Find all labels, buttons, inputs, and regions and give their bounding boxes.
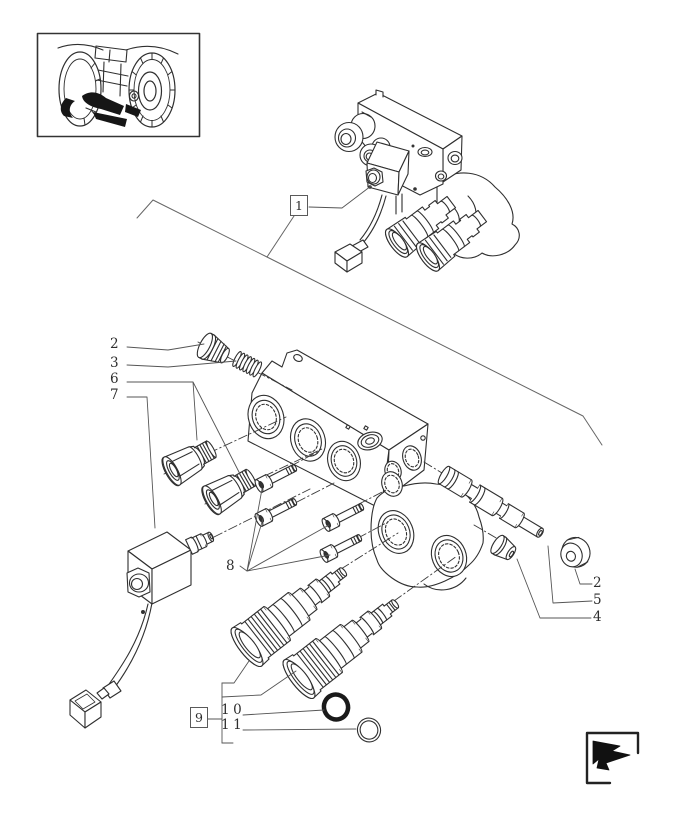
coupler-bore-1 bbox=[377, 510, 415, 554]
exploded-parts bbox=[69, 332, 591, 743]
coupler-item9-a bbox=[230, 567, 348, 668]
assembled-coupler-1 bbox=[384, 195, 457, 258]
coupler-bore-2 bbox=[430, 534, 468, 578]
callout-item-6[interactable]: 6 bbox=[110, 371, 120, 387]
assembled-valve-assembly bbox=[334, 89, 520, 273]
callout-item-10[interactable]: 10 bbox=[221, 702, 246, 718]
solenoid-item7 bbox=[69, 531, 215, 729]
coupler-item9-b bbox=[282, 599, 400, 700]
tractor-hitch bbox=[60, 92, 141, 127]
side-port bbox=[402, 445, 422, 471]
tractor-thumbnail[interactable] bbox=[36, 32, 201, 138]
callout-item-1[interactable]: 1 bbox=[290, 195, 308, 216]
group-bracket bbox=[207, 660, 297, 744]
callout-item-9[interactable]: 9 bbox=[190, 707, 208, 728]
exploded-valve-block bbox=[247, 349, 484, 591]
callout-item-2-right[interactable]: 2 bbox=[593, 575, 603, 591]
detail-pointer-lines bbox=[136, 199, 603, 446]
tractor-body bbox=[57, 43, 179, 113]
callout-item-4[interactable]: 4 bbox=[593, 609, 603, 625]
callout-item-2-left[interactable]: 2 bbox=[110, 336, 120, 352]
tractor-wheels bbox=[58, 51, 176, 128]
plug-item4 bbox=[490, 534, 517, 561]
continuation-flag-icon bbox=[585, 731, 640, 785]
callout-item-11[interactable]: 11 bbox=[221, 717, 246, 733]
assembled-coupler-2 bbox=[415, 209, 488, 272]
fitting-item6-a bbox=[161, 440, 217, 487]
callout-item-8[interactable]: 8 bbox=[226, 558, 236, 574]
cap-item2-right bbox=[560, 536, 591, 568]
port-3 bbox=[327, 440, 361, 482]
o-ring-item11 bbox=[356, 717, 382, 743]
callout-item-3[interactable]: 3 bbox=[110, 355, 120, 371]
top-boss bbox=[357, 431, 383, 451]
spring-item3 bbox=[232, 350, 263, 378]
spool-item5 bbox=[437, 465, 544, 538]
port-2 bbox=[289, 418, 327, 462]
o-ring-item10 bbox=[321, 692, 351, 722]
plug-item2-top bbox=[196, 332, 230, 364]
port-1 bbox=[247, 394, 285, 440]
leader-lines bbox=[126, 185, 593, 731]
callout-item-7[interactable]: 7 bbox=[110, 387, 120, 403]
fitting-item6-b bbox=[201, 468, 257, 516]
screws-item8 bbox=[254, 464, 365, 563]
callout-item-5[interactable]: 5 bbox=[593, 592, 603, 608]
assembled-cable-connector bbox=[334, 194, 387, 273]
